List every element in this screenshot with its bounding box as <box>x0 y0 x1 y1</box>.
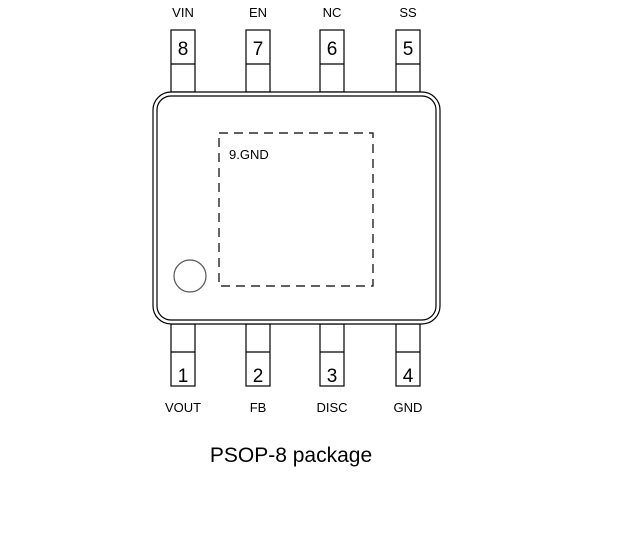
pin-name: NC <box>323 5 342 20</box>
package-caption: PSOP-8 package <box>210 444 372 467</box>
pin-lead <box>170 323 196 387</box>
pin-name: VOUT <box>165 400 201 415</box>
pin-name: FB <box>250 400 267 415</box>
pin-lead <box>245 29 271 93</box>
pin-name: EN <box>249 5 267 20</box>
pin-number: 2 <box>253 366 264 387</box>
package-body-outer <box>152 91 441 325</box>
pin-number: 7 <box>253 39 264 60</box>
pin-number: 8 <box>178 39 189 60</box>
pin-number: 3 <box>327 366 338 387</box>
pin-number: 5 <box>403 39 414 60</box>
pin-number: 6 <box>327 39 338 60</box>
pin-name: SS <box>399 5 417 20</box>
pin-lead <box>395 29 421 93</box>
pin-name: DISC <box>316 400 347 415</box>
pin-lead <box>319 29 345 93</box>
package-body-inner <box>156 95 437 321</box>
pin-name: GND <box>394 400 423 415</box>
pin-name: VIN <box>172 5 194 20</box>
exposed-pad <box>218 132 374 287</box>
exposed-pad-label: 9.GND <box>229 147 269 162</box>
pin-lead <box>395 323 421 387</box>
pin-lead <box>170 29 196 93</box>
pin-number: 1 <box>178 366 189 387</box>
pin1-marker <box>173 259 207 293</box>
pin-number: 4 <box>403 366 414 387</box>
pin-lead <box>245 323 271 387</box>
